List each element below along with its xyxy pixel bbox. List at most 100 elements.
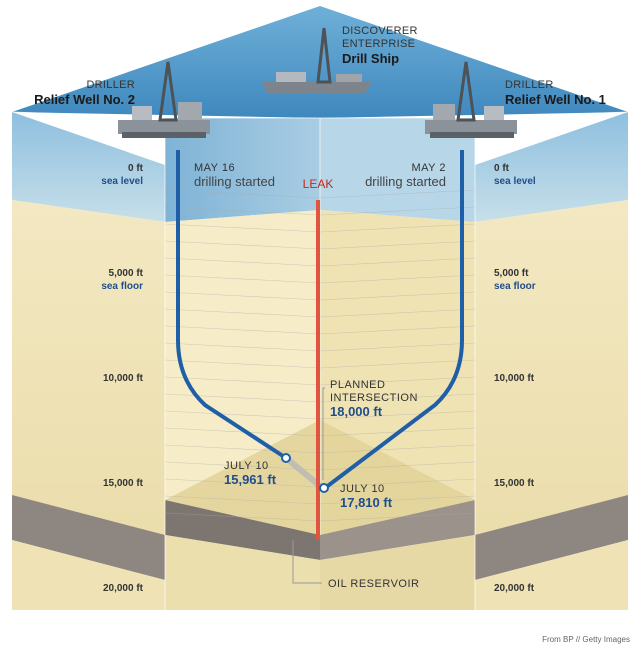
grid-line — [164, 325, 321, 335]
grid-line — [164, 427, 321, 437]
left-depth-note: sea level — [101, 176, 143, 187]
right-sediment-face — [475, 200, 628, 565]
grid-line — [164, 257, 321, 267]
right-depth-tick-label: 5,000 ft — [494, 268, 529, 279]
svg-text:17,810 ft: 17,810 ft — [340, 495, 393, 510]
right-depth-note: sea level — [494, 176, 536, 187]
right-rock-band — [475, 495, 628, 580]
grid-line — [164, 478, 321, 488]
grid-line — [164, 206, 321, 216]
grid-line — [164, 308, 321, 318]
left-bottom-face — [12, 540, 165, 610]
svg-text:drilling started: drilling started — [365, 174, 446, 189]
grid-line — [319, 512, 476, 522]
grid-line — [164, 359, 321, 369]
left-well-end-label: JULY 10 15,961 ft — [224, 460, 277, 487]
svg-text:MAY 2: MAY 2 — [412, 162, 447, 174]
svg-text:JULY 10: JULY 10 — [224, 460, 269, 472]
grid-line — [164, 274, 321, 284]
left-well-end-marker — [281, 453, 291, 463]
grid-line — [164, 376, 321, 386]
oil-reservoir-label: OIL RESERVOIR — [328, 578, 419, 590]
grid-line — [319, 240, 476, 250]
left-water-face — [12, 112, 165, 222]
grid-line — [319, 257, 476, 267]
left-well-projection — [284, 455, 322, 489]
leak-label: LEAK — [303, 177, 334, 191]
grid-line — [164, 495, 321, 505]
grid-line — [319, 325, 476, 335]
grid-line — [164, 444, 321, 454]
svg-text:JULY 10: JULY 10 — [340, 483, 385, 495]
left-rig-icon — [118, 61, 210, 138]
svg-text:DRILLER: DRILLER — [505, 79, 554, 91]
inner-bottom-left — [165, 535, 320, 610]
depth-grid-lines — [164, 189, 476, 522]
svg-text:INTERSECTION: INTERSECTION — [330, 392, 418, 404]
grid-line — [319, 393, 476, 403]
right-depth-tick-label: 0 ft — [494, 163, 510, 174]
right-water-face — [475, 112, 628, 222]
svg-text:drilling started: drilling started — [194, 174, 275, 189]
grid-line — [319, 274, 476, 284]
left-relief-well-path — [176, 150, 288, 460]
svg-text:DISCOVERER: DISCOVERER — [342, 25, 418, 37]
left-depth-note: sea floor — [101, 281, 143, 292]
reservoir-leader — [292, 540, 322, 584]
grid-line — [319, 376, 476, 386]
grid-line — [164, 410, 321, 420]
left-depth-tick-label: 5,000 ft — [109, 268, 144, 279]
right-depth-tick-label: 10,000 ft — [494, 373, 535, 384]
grid-line — [164, 342, 321, 352]
grid-line — [319, 342, 476, 352]
right-relief-well-path — [323, 150, 464, 490]
right-depth-tick-label: 15,000 ft — [494, 478, 535, 489]
right-well-end-label: JULY 10 17,810 ft — [340, 483, 393, 510]
planned-intersection-label: PLANNED INTERSECTION 18,000 ft — [330, 379, 418, 419]
grid-line — [319, 359, 476, 369]
grid-line — [164, 393, 321, 403]
grid-line — [319, 223, 476, 233]
grid-line — [164, 291, 321, 301]
svg-text:18,000 ft: 18,000 ft — [330, 404, 383, 419]
svg-text:DRILLER: DRILLER — [86, 79, 135, 91]
left-rig-label: DRILLER Relief Well No. 2 — [34, 79, 135, 107]
left-sediment-face — [12, 200, 165, 565]
grid-line — [319, 444, 476, 454]
left-rock-band — [12, 495, 165, 580]
svg-text:ENTERPRISE: ENTERPRISE — [342, 38, 415, 50]
right-depth-tick-label: 20,000 ft — [494, 583, 535, 594]
left-depth-tick-label: 15,000 ft — [103, 478, 144, 489]
svg-text:PLANNED: PLANNED — [330, 379, 385, 391]
left-depth-tick-label: 0 ft — [128, 163, 144, 174]
grid-line — [319, 206, 476, 216]
drill-ship-icon — [262, 27, 372, 94]
inner-bottom-right — [320, 535, 475, 610]
grid-line — [164, 512, 321, 522]
image-credit: From BP // Getty Images — [542, 635, 630, 644]
svg-text:15,961 ft: 15,961 ft — [224, 472, 277, 487]
right-bottom-face — [475, 540, 628, 610]
left-depth-tick-label: 10,000 ft — [103, 373, 144, 384]
left-depth-tick-label: 20,000 ft — [103, 583, 144, 594]
grid-line — [319, 495, 476, 505]
grid-line — [164, 223, 321, 233]
svg-text:Drill Ship: Drill Ship — [342, 51, 399, 66]
drill-ship-label: DISCOVERER ENTERPRISE Drill Ship — [342, 25, 418, 66]
right-well-start-label: MAY 2 drilling started — [365, 162, 446, 189]
left-well-start-label: MAY 16 drilling started — [194, 162, 275, 189]
grid-line — [319, 189, 476, 199]
right-well-end-marker — [319, 483, 329, 493]
right-depth-note: sea floor — [494, 281, 536, 292]
svg-text:Relief Well No. 2: Relief Well No. 2 — [34, 92, 135, 107]
grid-line — [319, 461, 476, 471]
right-rig-icon — [425, 61, 517, 138]
right-rig-label: DRILLER Relief Well No. 1 — [505, 79, 606, 107]
left-depth-scale: 0 ft sea level 5,000 ft sea floor 10,000 ft 1… — [101, 163, 143, 594]
grid-line — [319, 410, 476, 420]
svg-text:Relief Well No. 1: Relief Well No. 1 — [505, 92, 606, 107]
grid-line — [164, 189, 321, 199]
svg-text:MAY 16: MAY 16 — [194, 162, 235, 174]
